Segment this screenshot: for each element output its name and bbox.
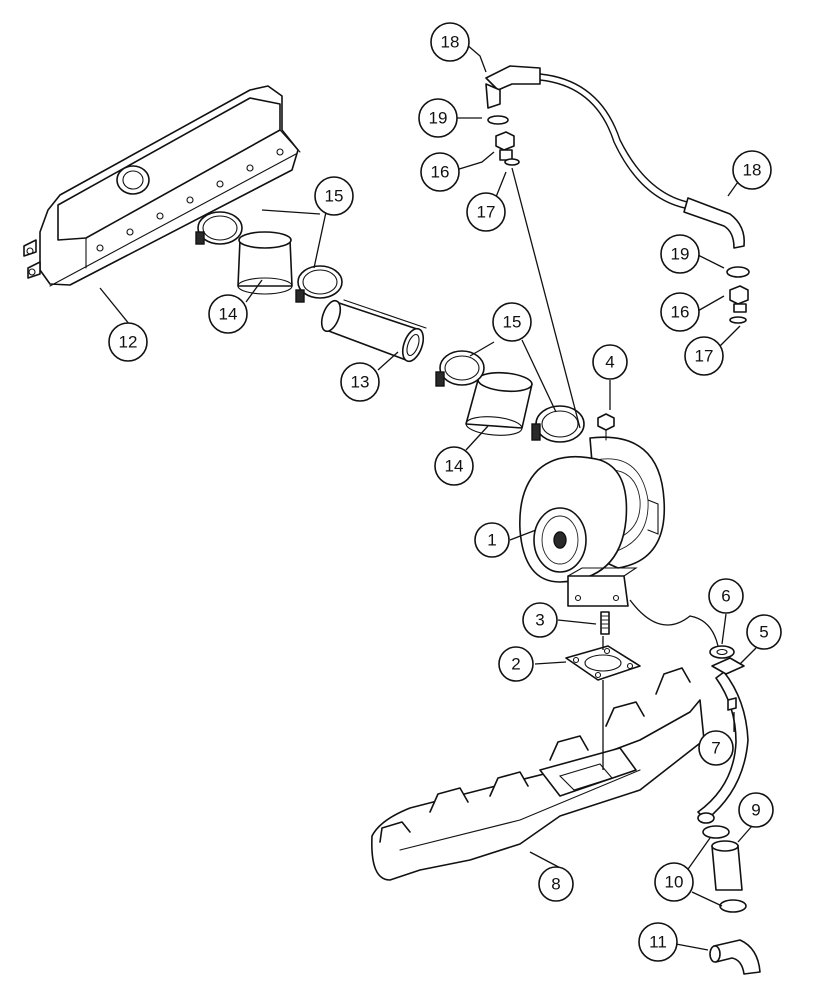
- callout-14-lower: 14: [434, 446, 474, 486]
- drain-capscrew: [727, 697, 737, 711]
- callout-4-label: 4: [605, 353, 614, 372]
- drain-hose: [711, 840, 743, 891]
- callout-15-upper-label: 15: [325, 187, 344, 206]
- drain-hose-clamp-lower: [719, 899, 747, 913]
- turbo-gasket: [565, 645, 641, 681]
- callout-11: 11: [638, 922, 678, 962]
- callout-16-lower-label: 16: [671, 303, 690, 322]
- callout-8-label: 8: [551, 875, 560, 894]
- callout-6: 6: [708, 578, 744, 614]
- callout-19-upper-label: 19: [429, 109, 448, 128]
- callout-15-upper: 15: [314, 176, 354, 216]
- callout-10: 10: [654, 862, 694, 902]
- callout-18-upper: 18: [430, 22, 470, 62]
- callout-17-lower: 17: [684, 336, 724, 376]
- callout-19-upper: 19: [418, 98, 458, 138]
- callout-17-upper: 17: [466, 192, 506, 232]
- callout-18-lower: 18: [732, 150, 772, 190]
- adapter-fitting-lower: [729, 285, 749, 313]
- drain-elbow: [709, 939, 761, 975]
- stud: [600, 611, 610, 635]
- callout-17-upper-label: 17: [477, 203, 496, 222]
- callout-15-lower: 15: [492, 302, 532, 342]
- callout-9-label: 9: [751, 801, 760, 820]
- hose-clamp-2: [295, 265, 343, 303]
- exhaust-manifold: [371, 667, 705, 881]
- drain-gasket: [709, 645, 735, 659]
- callout-13-label: 13: [351, 373, 370, 392]
- callout-15-lower-label: 15: [503, 313, 522, 332]
- callout-14-lower-label: 14: [445, 457, 464, 476]
- hose-sleeve-upper: [237, 231, 293, 295]
- turbo-mounting-nut: [597, 413, 615, 441]
- callout-16-lower: 16: [660, 292, 700, 332]
- callout-16-upper-label: 16: [431, 163, 450, 182]
- callout-12: 12: [108, 322, 148, 362]
- hose-clamp-1: [195, 211, 243, 245]
- callout-1-label: 1: [487, 531, 496, 550]
- hose-sleeve-lower: [465, 371, 533, 436]
- oil-supply-line: [539, 73, 701, 211]
- aftercooler-housing: [23, 85, 301, 287]
- callout-5: 5: [746, 614, 782, 650]
- drain-flange: [711, 657, 745, 675]
- callout-3: 3: [522, 602, 558, 638]
- callout-1: 1: [474, 522, 510, 558]
- supply-line-fitting-upper: [485, 65, 541, 109]
- o-ring-upper: [504, 158, 520, 166]
- callout-3-label: 3: [535, 611, 544, 630]
- callout-12-label: 12: [119, 333, 138, 352]
- hose-clamp-4: [531, 405, 585, 443]
- callout-2: 2: [498, 646, 534, 682]
- hose-clamp-3: [435, 350, 485, 387]
- callout-11-label: 11: [649, 933, 667, 952]
- callout-6-label: 6: [721, 587, 730, 606]
- callout-14-upper: 14: [208, 294, 248, 334]
- callout-16-upper: 16: [420, 152, 460, 192]
- crossover-tube: [320, 299, 427, 363]
- callout-8: 8: [538, 866, 574, 902]
- callout-7: 7: [698, 730, 734, 766]
- sealing-washer-upper: [487, 115, 509, 125]
- callout-7-label: 7: [711, 739, 720, 758]
- drain-hose-clamp-upper: [702, 825, 730, 839]
- callout-14-upper-label: 14: [219, 305, 238, 324]
- callout-17-lower-label: 17: [695, 347, 714, 366]
- callout-10-label: 10: [665, 873, 684, 892]
- sealing-washer-lower: [726, 266, 750, 278]
- callout-5-label: 5: [759, 623, 768, 642]
- callout-18-lower-label: 18: [743, 161, 762, 180]
- supply-line-fitting-lower: [683, 197, 746, 249]
- aftercooler-bolt-holes: [96, 148, 284, 252]
- adapter-fitting-upper: [495, 131, 515, 161]
- leader-lines: [99, 43, 757, 951]
- callout-9: 9: [738, 792, 774, 828]
- callout-18-upper-label: 18: [441, 33, 460, 52]
- callout-19-lower-label: 19: [671, 245, 690, 264]
- callout-4: 4: [592, 344, 628, 380]
- callout-13: 13: [340, 362, 380, 402]
- turbocharger: [519, 413, 666, 607]
- o-ring-lower: [729, 316, 747, 324]
- callout-19-lower: 19: [660, 234, 700, 274]
- callout-2-label: 2: [511, 655, 520, 674]
- manifold-ports: [379, 667, 691, 843]
- callouts: 1 2 3 4 5 6 7 8 9 10 11 12 13 14 14 15 1…: [108, 22, 782, 962]
